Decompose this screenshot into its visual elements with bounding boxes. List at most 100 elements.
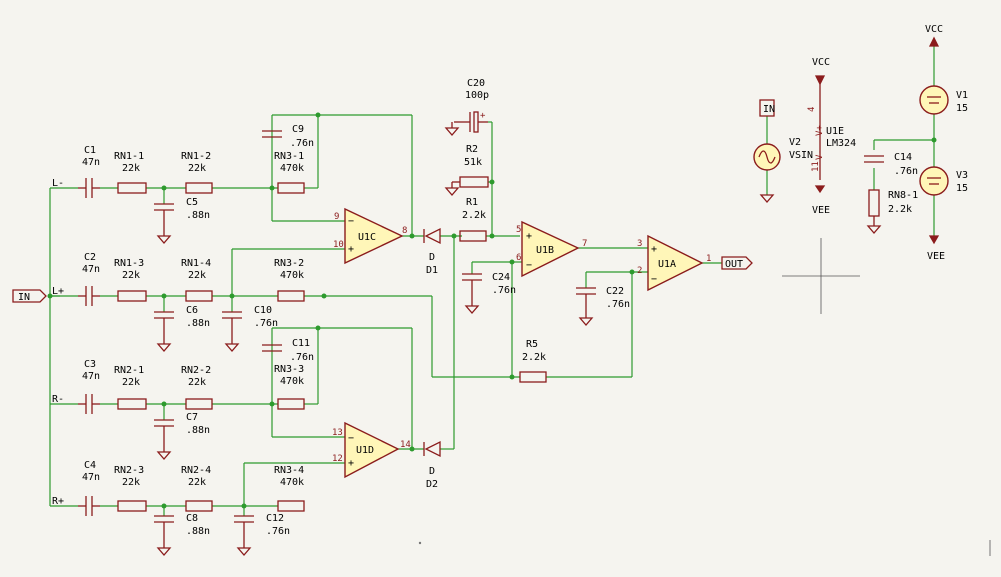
u1a-minus: − — [651, 274, 657, 285]
resistor-rn1-4[interactable]: RN1-4 22k — [181, 258, 213, 302]
out-port[interactable]: OUT — [721, 256, 753, 270]
c10-value: .76n — [254, 318, 278, 329]
r1-ref: R1 — [466, 197, 478, 208]
c4-value: 47n — [82, 472, 100, 483]
net-label-r-minus: R- — [52, 394, 64, 405]
c20-ref: C20 — [467, 78, 485, 89]
u1b-minus: − — [526, 260, 532, 271]
capacitor-c4[interactable]: C4 47n — [78, 460, 100, 516]
c20-plus-mark: + — [480, 111, 486, 121]
rn2-2-ref: RN2-2 — [181, 365, 211, 376]
capacitor-c24[interactable]: C24 .76n — [462, 272, 516, 306]
diode-d2[interactable]: D D2 — [423, 440, 441, 490]
resistor-rn8-1[interactable]: RN8-1 2.2k — [868, 189, 918, 226]
rn1-2-value: 22k — [188, 163, 206, 174]
rn1-4-ref: RN1-4 — [181, 258, 211, 269]
resistor-rn1-1[interactable]: RN1-1 22k — [114, 151, 147, 194]
source-v3[interactable]: V3 15 — [919, 166, 968, 196]
u1c-label: U1C — [358, 232, 376, 243]
c12-ref: C12 — [266, 513, 284, 524]
rn1-1-value: 22k — [122, 163, 140, 174]
c2-ref: C2 — [84, 252, 96, 263]
diode-d1[interactable]: D D1 — [423, 227, 441, 276]
capacitor-c12[interactable]: C12 .76n — [234, 513, 290, 548]
capacitor-c14[interactable]: C14 .76n — [864, 152, 918, 177]
opamp-u1c[interactable]: U1C − + 9 10 8 — [333, 207, 407, 265]
opamp-u1a[interactable]: U1A + − 3 2 1 — [637, 234, 711, 292]
capacitor-c2[interactable]: C2 47n — [78, 252, 100, 306]
resistor-rn3-3[interactable]: RN3-3 470k — [274, 364, 305, 410]
capacitor-c5[interactable]: C5 .88n — [154, 197, 210, 236]
resistor-rn2-3[interactable]: RN2-3 22k — [114, 465, 147, 512]
resistor-rn2-2[interactable]: RN2-2 22k — [181, 365, 213, 410]
net-label-l-plus: L+ — [52, 286, 64, 297]
rn3-3-ref: RN3-3 — [274, 364, 304, 375]
capacitor-c3[interactable]: C3 47n — [78, 359, 100, 414]
d1-ref: D1 — [426, 265, 438, 276]
resistor-rn3-4[interactable]: RN3-4 470k — [274, 465, 305, 512]
c11-ref: C11 — [292, 338, 310, 349]
opamp-u1b[interactable]: U1B + − 5 6 7 — [516, 220, 587, 278]
capacitor-c22[interactable]: C22 .76n — [576, 286, 630, 318]
junctions — [47, 112, 937, 509]
capacitor-c6[interactable]: C6 .88n — [154, 305, 210, 344]
source-v1[interactable]: V1 15 — [919, 85, 968, 115]
resistor-rn1-2[interactable]: RN1-2 22k — [181, 151, 213, 194]
wires — [48, 40, 935, 516]
rn3-3-value: 470k — [280, 376, 304, 387]
rn2-1-value: 22k — [122, 377, 140, 388]
u1d-minus: − — [348, 433, 354, 444]
resistor-rn1-3[interactable]: RN1-3 22k — [114, 258, 147, 302]
rn3-2-value: 470k — [280, 270, 304, 281]
capacitor-c1[interactable]: C1 47n — [78, 145, 100, 198]
out-port-label: OUT — [725, 259, 743, 270]
v2-in-label: IN — [763, 104, 775, 115]
capacitor-c8[interactable]: C8 .88n — [154, 513, 210, 548]
c2-value: 47n — [82, 264, 100, 275]
vcc-label: VCC — [925, 24, 943, 35]
capacitor-c11[interactable]: C11 .76n — [262, 338, 314, 363]
u1e-vn-label: V- — [815, 149, 825, 160]
u1d-pin-inv: 13 — [332, 428, 343, 438]
c9-ref: C9 — [292, 124, 304, 135]
d2-ref: D2 — [426, 479, 438, 490]
resistor-r1[interactable]: R1 2.2k — [459, 197, 487, 242]
resistor-r2[interactable]: R2 51k — [452, 144, 489, 188]
capacitor-c7[interactable]: C7 .88n — [154, 412, 210, 452]
opamp-u1d[interactable]: U1D − + 13 12 14 — [332, 421, 411, 479]
c8-ref: C8 — [186, 513, 198, 524]
c3-value: 47n — [82, 371, 100, 382]
rn1-3-value: 22k — [122, 270, 140, 281]
resistor-rn3-1[interactable]: RN3-1 470k — [274, 151, 305, 194]
resistor-rn2-1[interactable]: RN2-1 22k — [114, 365, 147, 410]
u1e-vp-label: V+ — [815, 125, 825, 136]
u1a-pin-non: 3 — [637, 239, 642, 249]
u1c-minus: − — [348, 216, 354, 227]
rn2-4-value: 22k — [188, 477, 206, 488]
resistor-rn3-2[interactable]: RN3-2 470k — [274, 258, 305, 302]
sheet-corner-marks — [418, 540, 991, 556]
opamp-u1e-power[interactable]: VCC VEE 4 V+ V- 11 U1E LM324 — [807, 57, 856, 216]
source-v2[interactable]: IN V2 VSIN — [753, 99, 813, 171]
capacitor-c10[interactable]: C10 .76n — [222, 305, 278, 344]
u1e-pin-vn: 11 — [811, 161, 821, 172]
resistor-rn2-4[interactable]: RN2-4 22k — [181, 465, 213, 512]
c6-ref: C6 — [186, 305, 198, 316]
rn2-3-value: 22k — [122, 477, 140, 488]
u1e-vee-label: VEE — [812, 205, 830, 216]
capacitor-c20[interactable]: + C20 100p — [454, 78, 489, 133]
rn1-2-ref: RN1-2 — [181, 151, 211, 162]
c4-ref: C4 — [84, 460, 96, 471]
u1c-pin-non: 10 — [333, 240, 344, 250]
in-port[interactable]: IN — [12, 289, 47, 303]
u1e-part: LM324 — [826, 138, 856, 149]
vee-label: VEE — [927, 251, 945, 262]
rn1-4-value: 22k — [188, 270, 206, 281]
resistor-r5[interactable]: R5 2.2k — [519, 339, 547, 383]
v1-ref: V1 — [956, 90, 968, 101]
u1e-vcc-label: VCC — [812, 57, 830, 68]
u1e-pin-vp: 4 — [807, 107, 817, 112]
capacitor-c9[interactable]: C9 .76n — [262, 124, 314, 149]
rn1-3-ref: RN1-3 — [114, 258, 144, 269]
